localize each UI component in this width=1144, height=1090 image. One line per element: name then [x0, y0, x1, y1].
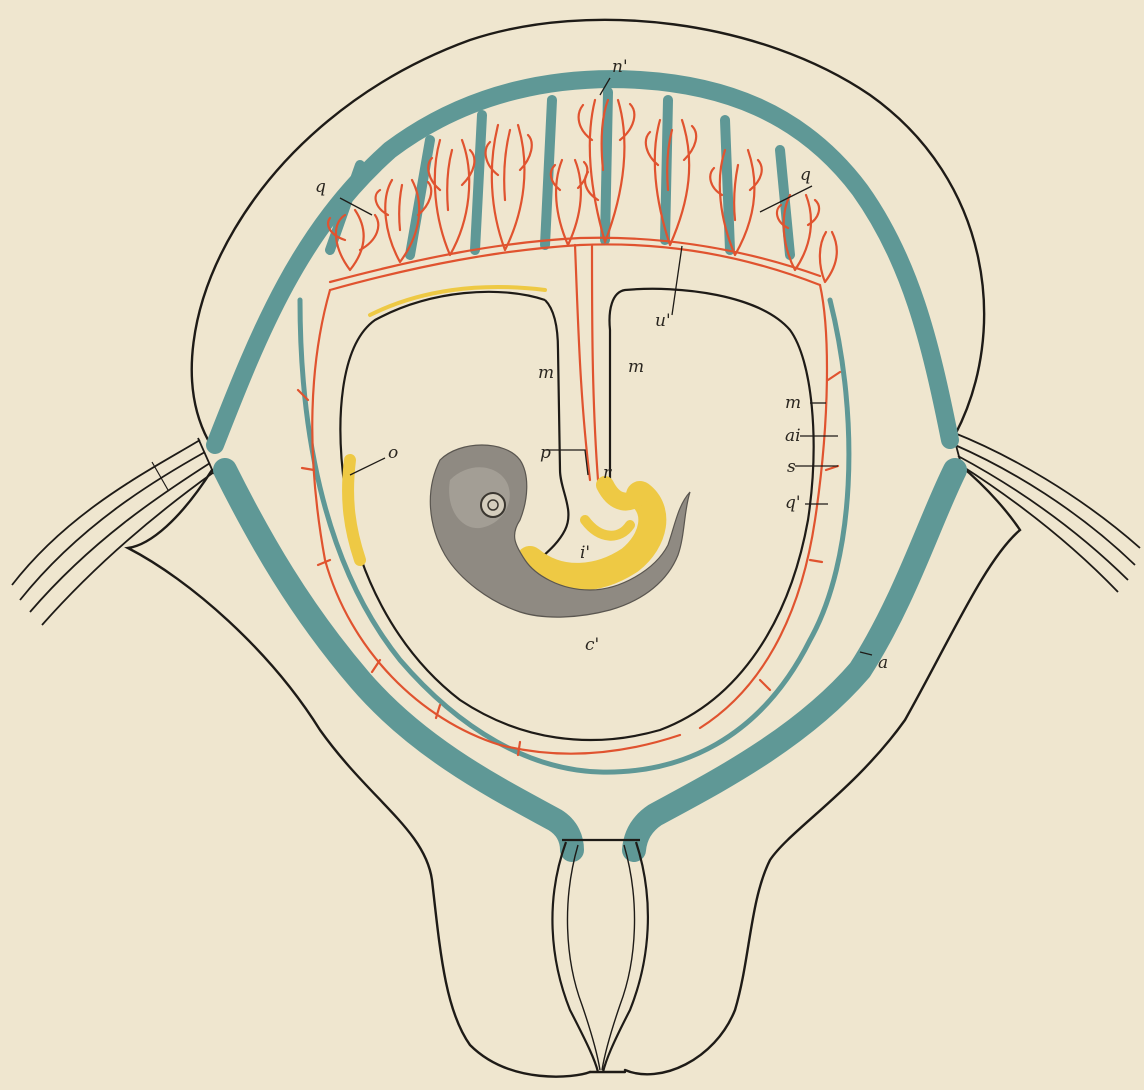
label-q-right: q	[800, 165, 811, 185]
label-o: o	[388, 443, 398, 463]
label-m-left: m	[538, 363, 554, 383]
label-a: a	[878, 653, 888, 673]
label-p: p	[540, 443, 551, 463]
label-q-left: q	[315, 177, 326, 197]
label-i-prime: i'	[580, 543, 590, 563]
label-s: s	[787, 457, 796, 477]
label-n-prime: n'	[612, 57, 628, 77]
label-u-prime: u'	[655, 311, 671, 331]
label-m-side: m	[785, 393, 801, 413]
label-ai: ai	[785, 426, 801, 446]
embryo-eye	[481, 493, 505, 517]
label-r: r	[603, 463, 612, 483]
label-m-right: m	[628, 357, 644, 377]
label-q-prime: q'	[785, 493, 801, 513]
label-c-prime: c'	[585, 635, 599, 655]
